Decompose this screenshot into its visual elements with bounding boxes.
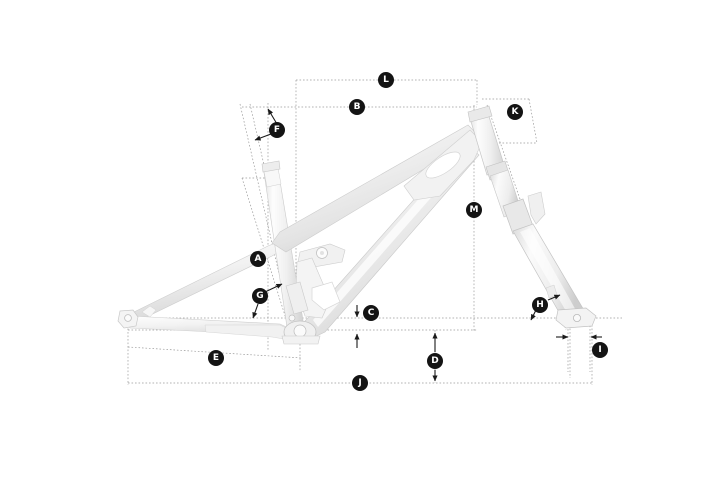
marker-L[interactable]: L	[378, 72, 394, 88]
arrow-G-down	[252, 303, 259, 319]
fork-brake-mount	[527, 191, 546, 225]
dim-line-E	[127, 346, 303, 359]
arrow-F-up	[267, 108, 278, 125]
seat-clamp	[261, 160, 281, 173]
marker-F[interactable]: F	[269, 122, 285, 138]
marker-D[interactable]: D	[427, 353, 443, 369]
marker-L-label: L	[383, 75, 389, 85]
marker-E-label: E	[213, 353, 219, 363]
arrow-H-up	[547, 294, 561, 301]
marker-E[interactable]: E	[208, 350, 224, 366]
front-axle-hole	[573, 313, 582, 322]
marker-I[interactable]: I	[592, 342, 608, 358]
fork-leg-highlight	[520, 228, 578, 318]
leader-arrows-group	[252, 108, 602, 382]
rear-axle-hole	[124, 314, 132, 322]
main-pivot	[288, 314, 296, 322]
bb-bore	[293, 324, 307, 338]
head-tube-top-cup	[467, 105, 493, 123]
marker-K-label: K	[512, 107, 520, 117]
marker-J-label: J	[357, 378, 361, 388]
marker-A[interactable]: A	[250, 251, 266, 267]
rocker-pivot-inner	[320, 251, 324, 255]
arrow-H-down	[530, 309, 537, 321]
chain-stay-swell	[204, 324, 293, 341]
lower-link-plate	[285, 281, 309, 315]
marker-D-label: D	[431, 356, 438, 366]
stay-bridge-detail	[141, 305, 157, 318]
dimension-lines-group	[120, 79, 622, 385]
gusset-cutout	[425, 151, 461, 179]
arrow-G-up	[264, 283, 283, 293]
marker-H[interactable]: H	[532, 297, 548, 313]
marker-I-label: I	[598, 345, 601, 355]
arrow-F-down	[254, 133, 272, 141]
marker-C-label: C	[368, 308, 375, 318]
marker-F-label: F	[274, 125, 280, 135]
marker-G-label: G	[256, 291, 263, 301]
ext-K-right	[528, 98, 538, 144]
marker-C[interactable]: C	[363, 305, 379, 321]
bicycle-frame-illustration	[117, 105, 597, 345]
marker-B[interactable]: B	[349, 99, 365, 115]
bb-underplate	[281, 335, 321, 345]
marker-M-label: M	[470, 205, 479, 215]
dimension-markers-group: A B C D E F	[208, 72, 608, 391]
marker-B-label: B	[354, 102, 361, 112]
marker-K[interactable]: K	[507, 104, 523, 120]
marker-G[interactable]: G	[252, 288, 268, 304]
marker-M[interactable]: M	[466, 202, 482, 218]
marker-A-label: A	[255, 254, 262, 264]
marker-J[interactable]: J	[352, 375, 368, 391]
swingarm-window	[311, 281, 341, 311]
marker-H-label: H	[536, 300, 544, 310]
